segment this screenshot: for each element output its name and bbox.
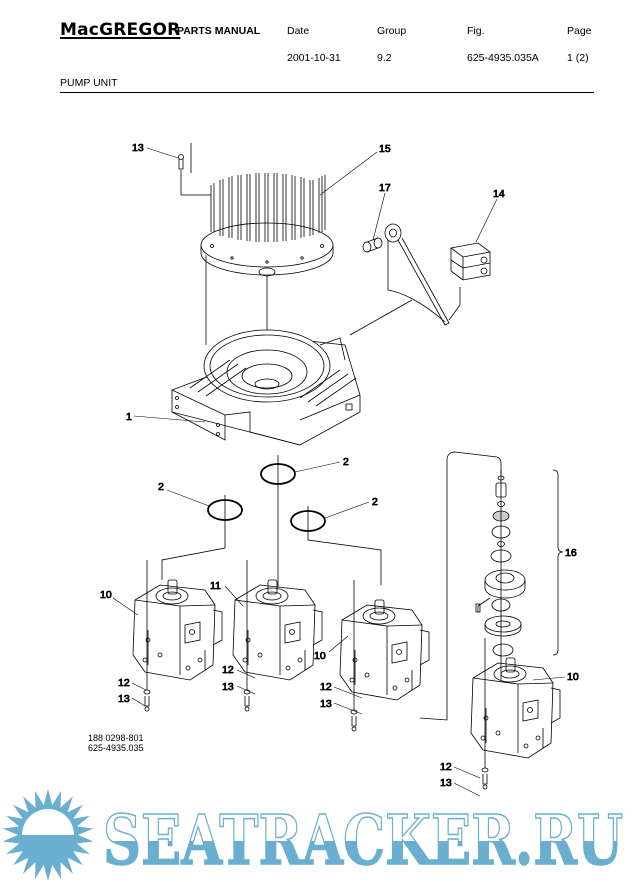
pump-1 [132, 560, 223, 712]
lever-bracket [349, 223, 461, 336]
date-label: Date [287, 25, 310, 37]
callout-11: 11 [210, 580, 221, 592]
header-divider [60, 92, 594, 93]
reference-number: 188 0298-801 [88, 733, 144, 743]
callout-15: 15 [379, 143, 391, 155]
watermark-text: SEATRACKER.RU [103, 801, 623, 881]
pin-part-17 [362, 237, 383, 253]
callout-13: 13 [118, 693, 130, 705]
callout-17: 17 [379, 182, 391, 194]
fig-label: Fig. [467, 25, 485, 37]
callout-2: 2 [158, 481, 164, 493]
reference-figure: 625-4935.035 [88, 743, 144, 753]
callout-13: 13 [222, 681, 234, 693]
pump-2 [232, 560, 323, 712]
callout-1: 1 [126, 411, 132, 423]
sun-upper-half [22, 809, 74, 835]
motor-part-15 [200, 173, 334, 277]
callout-13: 13 [320, 698, 332, 710]
group-label: Group [377, 25, 407, 37]
callout-2: 2 [343, 456, 349, 468]
page-label: Page [567, 25, 592, 37]
document-type: PARTS MANUAL [177, 25, 261, 37]
section-title: PUMP UNIT [60, 77, 118, 89]
pump-4 [470, 638, 561, 790]
fig-value: 625-4935.035A [467, 52, 539, 64]
callout-leaders [112, 147, 566, 797]
hydraulic-pumps [132, 560, 561, 790]
callout-13: 13 [132, 142, 144, 154]
callout-12: 12 [118, 677, 130, 689]
bolt-part-13-top [178, 143, 211, 196]
callout-2: 2 [372, 496, 378, 508]
seal-kit-part-16 [419, 451, 564, 721]
brand-logo: MacGREGOR [60, 20, 181, 40]
watermark: SEATRACKER.RU [2, 789, 624, 882]
o-rings-part-2 [161, 455, 382, 600]
callout-10: 10 [100, 589, 112, 601]
callout-10: 10 [314, 650, 326, 662]
callout-14: 14 [493, 188, 505, 200]
callout-12: 12 [222, 664, 234, 676]
sun-over-sea-icon [2, 789, 94, 881]
callout-16: 16 [565, 547, 577, 559]
valve-block-part-14 [450, 242, 491, 281]
callout-10: 10 [567, 671, 579, 683]
callout-13: 13 [440, 777, 452, 789]
pump-3 [339, 580, 430, 732]
group-value: 9.2 [377, 52, 392, 64]
callout-12: 12 [440, 761, 452, 773]
date-value: 2001-10-31 [287, 52, 341, 64]
housing-part-1 [171, 329, 361, 446]
page-value: 1 (2) [567, 52, 589, 64]
callout-12: 12 [320, 681, 332, 693]
